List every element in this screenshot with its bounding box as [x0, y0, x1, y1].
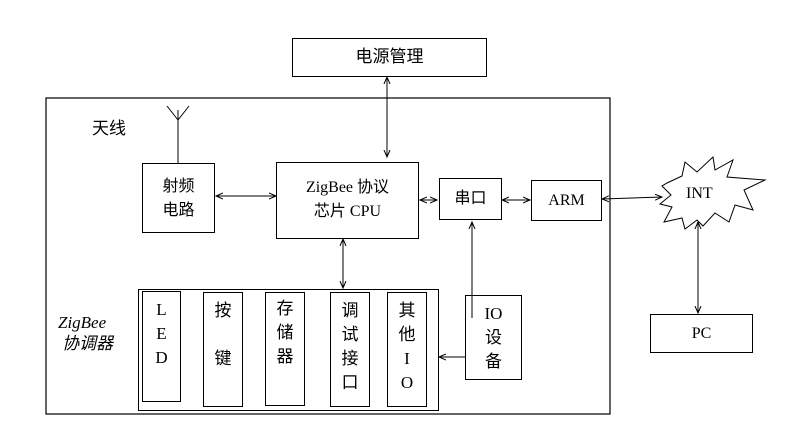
- internet-cloud-icon: [658, 155, 767, 230]
- pc-label: PC: [691, 325, 712, 342]
- antenna-icon: [166, 105, 190, 121]
- other-io-char: O: [400, 373, 414, 392]
- debug-char: 接: [341, 349, 359, 368]
- storage-char: 存: [276, 299, 294, 318]
- arm-box: ARM: [531, 180, 602, 221]
- arm-label: ARM: [548, 192, 585, 209]
- power-management-box: 电源管理: [292, 38, 487, 77]
- led-char: E: [156, 324, 167, 343]
- storage-char: 器: [276, 347, 294, 366]
- debug-interface-box: 调 试 接 口: [330, 292, 370, 407]
- coordinator-frame: [45, 97, 611, 415]
- coordinator-label-line1: ZigBee: [58, 313, 107, 332]
- other-io-char: I: [404, 349, 410, 368]
- key-char: 键: [214, 349, 232, 368]
- led-char: D: [155, 348, 168, 367]
- storage-box: 存 储 器: [265, 292, 305, 406]
- rf-circuit-line1: 射频: [162, 178, 195, 195]
- internet-label: INT: [686, 185, 713, 202]
- rf-circuit-line2: 电路: [162, 202, 195, 219]
- key-box: 按 键: [203, 292, 243, 407]
- io-device-box: IO 设 备: [465, 295, 522, 380]
- pc-box: PC: [650, 314, 753, 353]
- other-io-char: 他: [398, 325, 416, 344]
- power-management-label: 电源管理: [355, 47, 424, 66]
- arm-int-link: [602, 197, 662, 199]
- serial-port-label: 串口: [454, 190, 487, 207]
- key-char: 按: [214, 301, 232, 320]
- rf-circuit-box: 射频 电路: [142, 163, 215, 233]
- debug-char: 试: [341, 325, 359, 344]
- zigbee-cpu-line1: ZigBee 协议: [305, 179, 390, 196]
- other-io-box: 其 他 I O: [387, 292, 427, 407]
- serial-port-box: 串口: [439, 178, 502, 220]
- led-box: L E D: [142, 291, 181, 402]
- io-device-char: 备: [485, 352, 502, 371]
- io-device-char: 设: [485, 328, 502, 347]
- storage-char: 储: [276, 323, 294, 342]
- antenna-label: 天线: [92, 119, 126, 138]
- io-device-char: IO: [484, 304, 503, 323]
- led-char: L: [156, 300, 167, 319]
- debug-char: 调: [341, 301, 359, 320]
- zigbee-cpu-box: ZigBee 协议 芯片 CPU: [276, 162, 419, 239]
- coordinator-label-line2: 协调器: [62, 334, 113, 353]
- other-io-char: 其: [398, 301, 416, 320]
- debug-char: 口: [341, 373, 359, 392]
- zigbee-cpu-line2: 芯片 CPU: [313, 203, 382, 220]
